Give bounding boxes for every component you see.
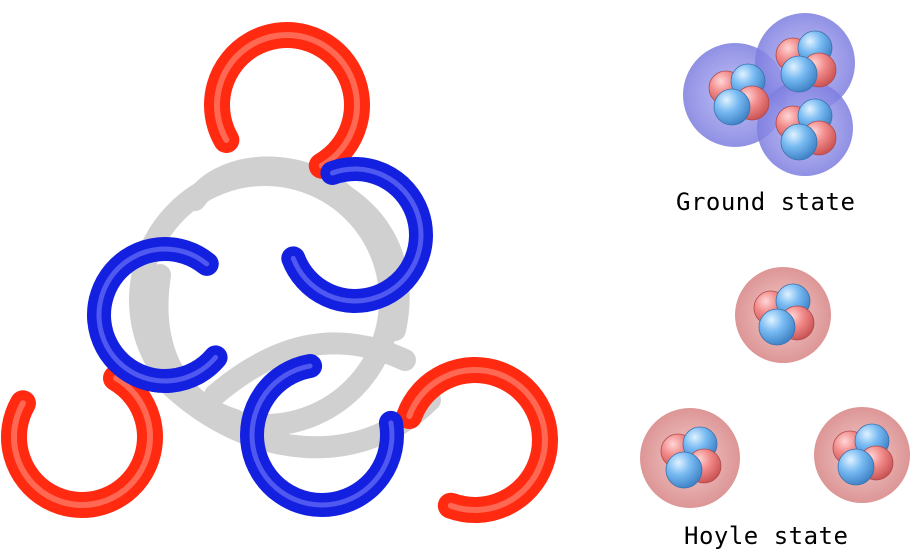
red-ring-right	[392, 357, 558, 523]
blue-ring-upper-right	[277, 157, 433, 313]
hoyle-state-label: Hoyle state	[684, 522, 849, 550]
hoyle-alpha-right	[832, 423, 894, 486]
red-ring-top	[204, 22, 370, 188]
ground-state-label: Ground state	[676, 188, 856, 216]
hoyle-state-cluster	[640, 267, 910, 508]
blue-ring-left	[87, 237, 243, 393]
red-ring-left	[1, 356, 163, 518]
hoyle-alpha-top	[753, 283, 815, 346]
gray-knot-band	[129, 156, 441, 459]
ground-alpha-top	[775, 30, 837, 93]
blue-ring-bottom	[240, 353, 404, 517]
ground-state-cluster	[683, 13, 855, 176]
ground-alpha-lower	[775, 98, 837, 161]
hoyle-alpha-left	[660, 426, 722, 489]
ground-alpha-left	[708, 63, 770, 126]
